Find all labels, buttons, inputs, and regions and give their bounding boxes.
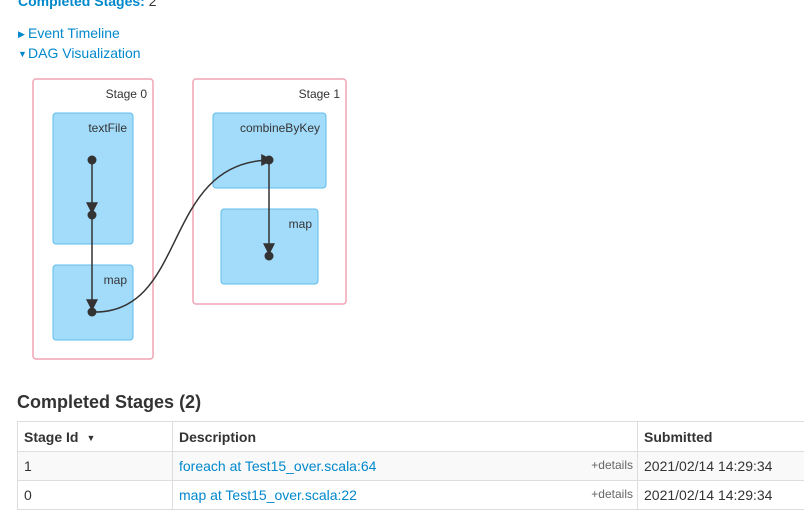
dag-visualization-label: DAG Visualization bbox=[28, 45, 141, 61]
stage-description-link[interactable]: foreach at Test15_over.scala:64 bbox=[179, 458, 377, 474]
stage-description-link[interactable]: map at Test15_over.scala:22 bbox=[179, 487, 357, 503]
event-timeline-toggle[interactable]: ▶Event Timeline bbox=[18, 25, 120, 42]
header-submitted[interactable]: Submitted bbox=[637, 421, 804, 452]
header-description[interactable]: Description bbox=[172, 421, 638, 452]
arrow-right-icon: ▶ bbox=[18, 29, 25, 39]
table-header-row: Stage Id ▼ Description Submitted bbox=[17, 421, 804, 452]
completed-stages-count: (2) bbox=[179, 392, 202, 412]
header-stage-id-label: Stage Id bbox=[24, 428, 79, 445]
header-submitted-label: Submitted bbox=[644, 428, 713, 445]
header-stage-id[interactable]: Stage Id ▼ bbox=[17, 421, 173, 452]
op-textfile-label: textFile bbox=[88, 121, 127, 135]
completed-stages-summary: Completed Stages: 2 bbox=[18, 0, 157, 9]
summary-value: 2 bbox=[148, 0, 157, 9]
details-toggle[interactable]: +details bbox=[591, 487, 633, 501]
dag-visualization: Stage 0 Stage 1 textFile map combineByKe… bbox=[32, 78, 347, 360]
completed-stages-title: Completed Stages bbox=[17, 392, 175, 412]
completed-stages-heading: Completed Stages (2) bbox=[17, 391, 201, 413]
summary-label: Completed Stages: bbox=[18, 0, 145, 9]
arrow-down-icon: ▼ bbox=[18, 49, 27, 59]
op-map-stage0[interactable]: map bbox=[52, 264, 134, 341]
op-combinebykey-label: combineByKey bbox=[240, 121, 320, 135]
table-row: 1 foreach at Test15_over.scala:64 +detai… bbox=[17, 451, 804, 481]
op-map-stage1-label: map bbox=[289, 217, 313, 231]
details-toggle[interactable]: +details bbox=[591, 458, 633, 472]
event-timeline-label: Event Timeline bbox=[28, 25, 120, 41]
op-map-stage0-label: map bbox=[104, 273, 128, 287]
submitted-cell: 2021/02/14 14:29:34 bbox=[637, 451, 804, 481]
sort-down-icon: ▼ bbox=[86, 432, 96, 443]
description-cell: foreach at Test15_over.scala:64 +details bbox=[172, 451, 638, 481]
completed-stages-table: Stage Id ▼ Description Submitted 1 foreac… bbox=[17, 421, 804, 510]
stage-1-label: Stage 1 bbox=[299, 87, 341, 101]
dag-node-dot[interactable] bbox=[87, 210, 97, 220]
dag-visualization-toggle[interactable]: ▼DAG Visualization bbox=[18, 45, 141, 62]
dag-node-dot[interactable] bbox=[264, 155, 274, 165]
dag-node-dot[interactable] bbox=[87, 307, 97, 317]
header-description-label: Description bbox=[179, 428, 257, 445]
dag-node-dot[interactable] bbox=[87, 155, 97, 165]
submitted-cell: 2021/02/14 14:29:34 bbox=[637, 480, 804, 510]
edge-map-to-combinebykey bbox=[91, 154, 274, 313]
op-textfile[interactable]: textFile bbox=[52, 112, 134, 245]
stage-0-label: Stage 0 bbox=[106, 87, 148, 101]
stage-id-cell: 1 bbox=[17, 451, 173, 481]
description-cell: map at Test15_over.scala:22 +details bbox=[172, 480, 638, 510]
table-row: 0 map at Test15_over.scala:22 +details 2… bbox=[17, 480, 804, 510]
dag-node-dot[interactable] bbox=[264, 251, 274, 261]
stage-id-cell: 0 bbox=[17, 480, 173, 510]
